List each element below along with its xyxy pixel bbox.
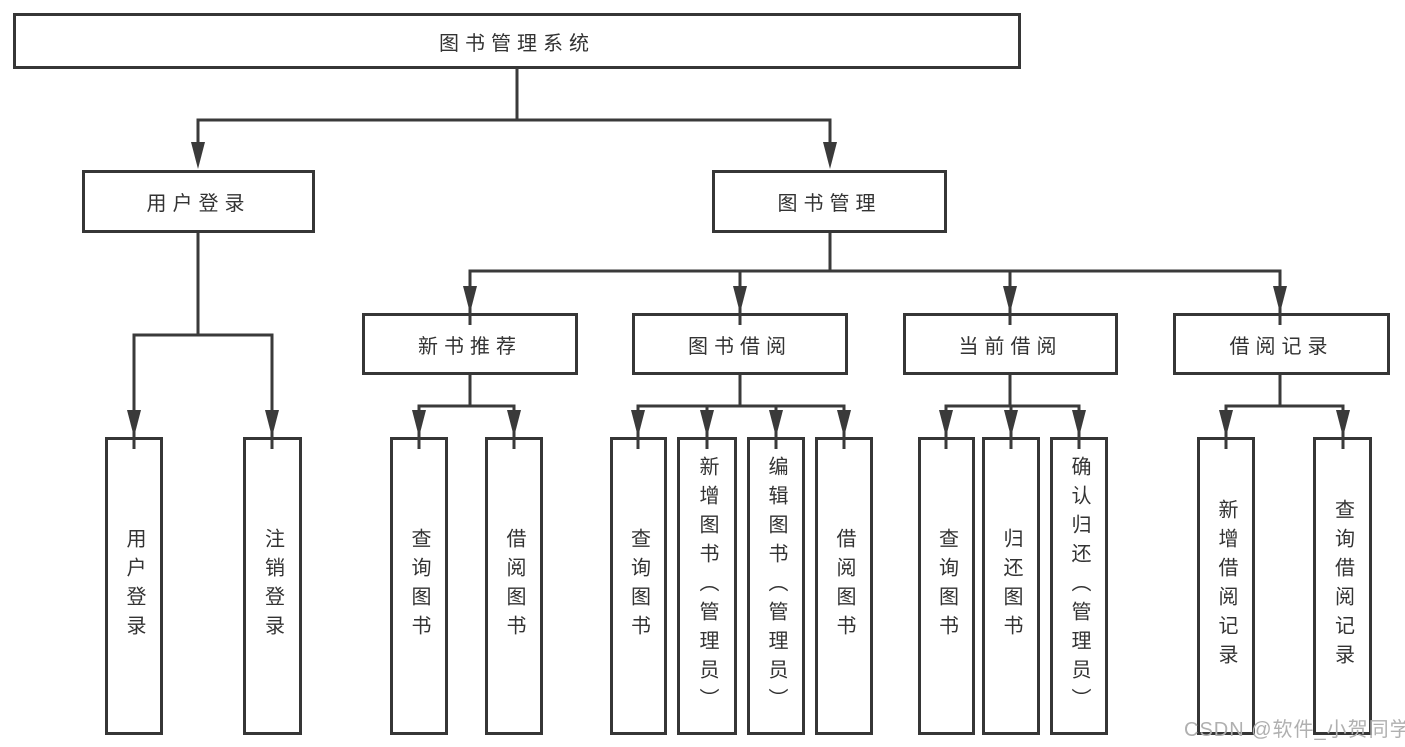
leaf-query-borrow-record: 查询借阅记录 xyxy=(1313,437,1372,735)
leaf-user-login-label: 用户登录 xyxy=(123,528,145,644)
leaf-add-book-admin-label: 新增图书（管理员） xyxy=(696,455,718,717)
leaf-logout-label: 注销登录 xyxy=(261,528,284,644)
node-book-management-system: 图书管理系统 xyxy=(13,13,1021,69)
leaf-recommend-query-books: 查询图书 xyxy=(390,437,448,735)
edges-user-login xyxy=(127,233,279,449)
node-current-borrowing: 当前借阅 xyxy=(903,313,1118,375)
leaf-add-borrow-record: 新增借阅记录 xyxy=(1197,437,1255,735)
node-borrowing-records: 借阅记录 xyxy=(1173,313,1390,375)
node-book-management-system-label: 图书管理系统 xyxy=(439,32,595,55)
leaf-borrowing-query-books: 查询图书 xyxy=(610,437,667,735)
leaf-borrowing-borrow-books: 借阅图书 xyxy=(815,437,873,735)
node-new-book-recommend-label: 新书推荐 xyxy=(418,335,522,358)
node-current-borrowing-label: 当前借阅 xyxy=(958,335,1063,358)
node-new-book-recommend: 新书推荐 xyxy=(362,313,578,375)
edges-book-management xyxy=(463,233,1287,325)
node-user-login-label: 用户登录 xyxy=(146,193,251,215)
leaf-query-borrow-record-label: 查询借阅记录 xyxy=(1331,499,1354,673)
leaf-current-query-books-label: 查询图书 xyxy=(935,528,958,644)
node-book-management: 图书管理 xyxy=(712,170,947,233)
leaf-current-query-books: 查询图书 xyxy=(918,437,975,735)
leaf-user-login: 用户登录 xyxy=(105,437,163,735)
leaf-recommend-borrow-books-label: 借阅图书 xyxy=(503,528,525,644)
edges-root xyxy=(191,68,837,169)
leaf-add-borrow-record-label: 新增借阅记录 xyxy=(1215,499,1237,673)
leaf-confirm-return-admin: 确认归还（管理员） xyxy=(1050,437,1108,735)
node-borrowing-records-label: 借阅记录 xyxy=(1229,335,1334,358)
leaf-return-books: 归还图书 xyxy=(982,437,1040,735)
watermark-text: CSDN @软件_小贺同学 xyxy=(1184,719,1405,741)
leaf-confirm-return-admin-label: 确认归还（管理员） xyxy=(1068,455,1090,717)
leaf-logout: 注销登录 xyxy=(243,437,302,735)
node-user-login: 用户登录 xyxy=(82,170,315,233)
leaf-edit-book-admin: 编辑图书（管理员） xyxy=(747,437,805,735)
leaf-recommend-query-books-label: 查询图书 xyxy=(408,528,430,644)
leaf-return-books-label: 归还图书 xyxy=(1000,528,1022,644)
leaf-edit-book-admin-label: 编辑图书（管理员） xyxy=(765,455,787,717)
leaf-borrowing-query-books-label: 查询图书 xyxy=(627,528,650,644)
node-book-borrowing-label: 图书借阅 xyxy=(688,335,792,358)
leaf-recommend-borrow-books: 借阅图书 xyxy=(485,437,543,735)
node-book-borrowing: 图书借阅 xyxy=(632,313,848,375)
leaf-borrowing-borrow-books-label: 借阅图书 xyxy=(833,528,855,644)
leaf-add-book-admin: 新增图书（管理员） xyxy=(677,437,737,735)
node-book-management-label: 图书管理 xyxy=(777,193,882,215)
